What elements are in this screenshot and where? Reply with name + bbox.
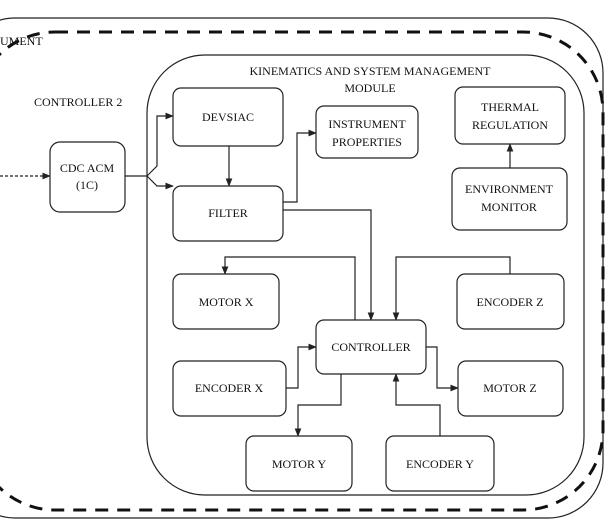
controller-to-motor-x-arrow bbox=[221, 256, 356, 320]
motor-x-block: MOTOR X bbox=[172, 273, 280, 330]
encoder-x-label: ENCODER X bbox=[195, 381, 264, 395]
cdc-acm-block: CDC ACM (1C) bbox=[49, 141, 126, 213]
devsiac-label: DEVSIAC bbox=[202, 110, 254, 124]
instrument-properties-block: INSTRUMENT PROPERTIES bbox=[315, 105, 419, 159]
motor-x-label: MOTOR X bbox=[199, 295, 254, 309]
controller-to-motor-y-arrow bbox=[294, 374, 342, 437]
controller-label: CONTROLLER bbox=[331, 340, 410, 354]
encoder-y-block: ENCODER Y bbox=[385, 435, 495, 492]
encoder-y-to-controller-arrow bbox=[392, 373, 441, 436]
cdc-acm-label-line2: (1C) bbox=[76, 178, 98, 192]
thermal-regulation-block: THERMAL REGULATION bbox=[454, 86, 566, 145]
motor-y-block: MOTOR Y bbox=[245, 435, 353, 492]
module-title-line2: MODULE bbox=[344, 81, 395, 95]
filter-to-controller-arrow bbox=[283, 209, 375, 321]
encoder-y-label: ENCODER Y bbox=[406, 457, 474, 471]
instrument-properties-line1: INSTRUMENT bbox=[328, 117, 406, 131]
filter-label: FILTER bbox=[208, 206, 248, 220]
encoder-x-to-controller-arrow bbox=[286, 343, 317, 389]
controller2-dashed-border bbox=[0, 30, 605, 512]
filter-block: FILTER bbox=[172, 185, 284, 242]
devsiac-block: DEVSIAC bbox=[172, 87, 284, 147]
environment-monitor-block: ENVIRONMENT MONITOR bbox=[451, 167, 568, 231]
encoder-z-block: ENCODER Z bbox=[456, 273, 565, 330]
motor-z-label: MOTOR Z bbox=[483, 381, 536, 395]
junction-to-devsiac-arrow bbox=[146, 112, 174, 177]
motor-y-label: MOTOR Y bbox=[272, 457, 327, 471]
encoder-x-block: ENCODER X bbox=[172, 360, 287, 417]
outer-container-label: UMENT bbox=[0, 34, 43, 48]
junction-to-filter-arrow bbox=[146, 175, 174, 190]
controller-to-motor-z-arrow bbox=[426, 346, 459, 392]
connectors bbox=[0, 112, 514, 437]
controller-block: CONTROLLER bbox=[315, 319, 427, 375]
instrument-properties-line2: PROPERTIES bbox=[332, 135, 402, 149]
environment-monitor-line2: MONITOR bbox=[481, 200, 537, 214]
motor-z-block: MOTOR Z bbox=[457, 360, 564, 417]
thermal-regulation-line1: THERMAL bbox=[481, 100, 539, 114]
module-title-line1: KINEMATICS AND SYSTEM MANAGEMENT bbox=[249, 64, 491, 78]
encoder-z-label: ENCODER Z bbox=[477, 295, 544, 309]
environment-monitor-line1: ENVIRONMENT bbox=[465, 182, 554, 196]
filter-to-instrument-properties-arrow bbox=[283, 129, 317, 203]
kinematics-module-border bbox=[146, 54, 585, 496]
cdc-acm-label-line1: CDC ACM bbox=[60, 161, 115, 175]
encoder-z-to-controller-arrow bbox=[392, 256, 511, 321]
controller2-label: CONTROLLER 2 bbox=[34, 95, 122, 109]
thermal-regulation-line2: REGULATION bbox=[472, 118, 548, 132]
